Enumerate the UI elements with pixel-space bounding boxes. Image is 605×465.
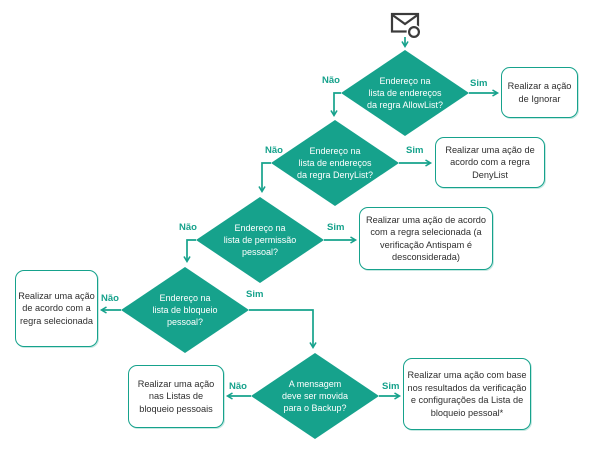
connector-personal-allow-no	[183, 239, 196, 264]
decision-personal-allow-text: Endereço na lista de permissão pessoal?	[223, 223, 297, 257]
decision-denylist-text: Endereço na lista de endereços da regra …	[296, 146, 374, 180]
action-denylist-box: Realizar uma ação de acordo com a regra …	[435, 137, 545, 188]
decision-allowlist-text: Endereço na lista de endereços da regra …	[366, 76, 444, 110]
label-yes-allowlist: Sim	[470, 78, 488, 89]
action-personal-block-lists-text: Realizar uma ação nas Listas de bloqueio…	[137, 378, 215, 414]
label-yes-personal-allow: Sim	[327, 222, 345, 233]
action-personal-block-lists-box: Realizar uma ação nas Listas de bloqueio…	[128, 365, 224, 428]
action-denylist-text: Realizar uma ação de acordo com a regra …	[445, 144, 535, 180]
connector-allowlist-no	[330, 92, 341, 118]
connector-personal-block-yes	[249, 309, 317, 350]
action-selected-rule-text: Realizar uma ação de acordo com a regra …	[18, 290, 95, 326]
action-selected-rule-antispam-box: Realizar uma ação de acordo com a regra …	[359, 207, 493, 270]
label-no-allowlist: Não	[322, 75, 340, 86]
label-yes-personal-block: Sim	[246, 289, 264, 300]
label-no-denylist: Não	[265, 145, 283, 156]
connector-denylist-no	[258, 162, 271, 194]
label-yes-backup: Sim	[382, 381, 400, 392]
label-yes-denylist: Sim	[406, 145, 424, 156]
action-block-list-results-box: Realizar uma ação com base nos resultado…	[403, 358, 531, 430]
action-block-list-results-text: Realizar uma ação com base nos resultado…	[407, 370, 527, 418]
action-selected-rule-antispam-text: Realizar uma ação de acordo com a regra …	[365, 214, 487, 263]
label-no-personal-block: Não	[101, 293, 119, 304]
label-no-personal-allow: Não	[179, 222, 197, 233]
email-icon	[390, 12, 422, 39]
action-selected-rule-box: Realizar uma ação de acordo com a regra …	[15, 270, 98, 347]
action-ignore-text: Realizar a ação de Ignorar	[507, 81, 572, 104]
label-no-backup: Não	[229, 381, 247, 392]
decision-personal-block-text: Endereço na lista de bloqueio pessoal?	[152, 293, 218, 327]
decision-backup-text: A mensagem deve ser movida para o Backup…	[281, 379, 349, 413]
action-ignore-box: Realizar a ação de Ignorar	[501, 67, 578, 118]
